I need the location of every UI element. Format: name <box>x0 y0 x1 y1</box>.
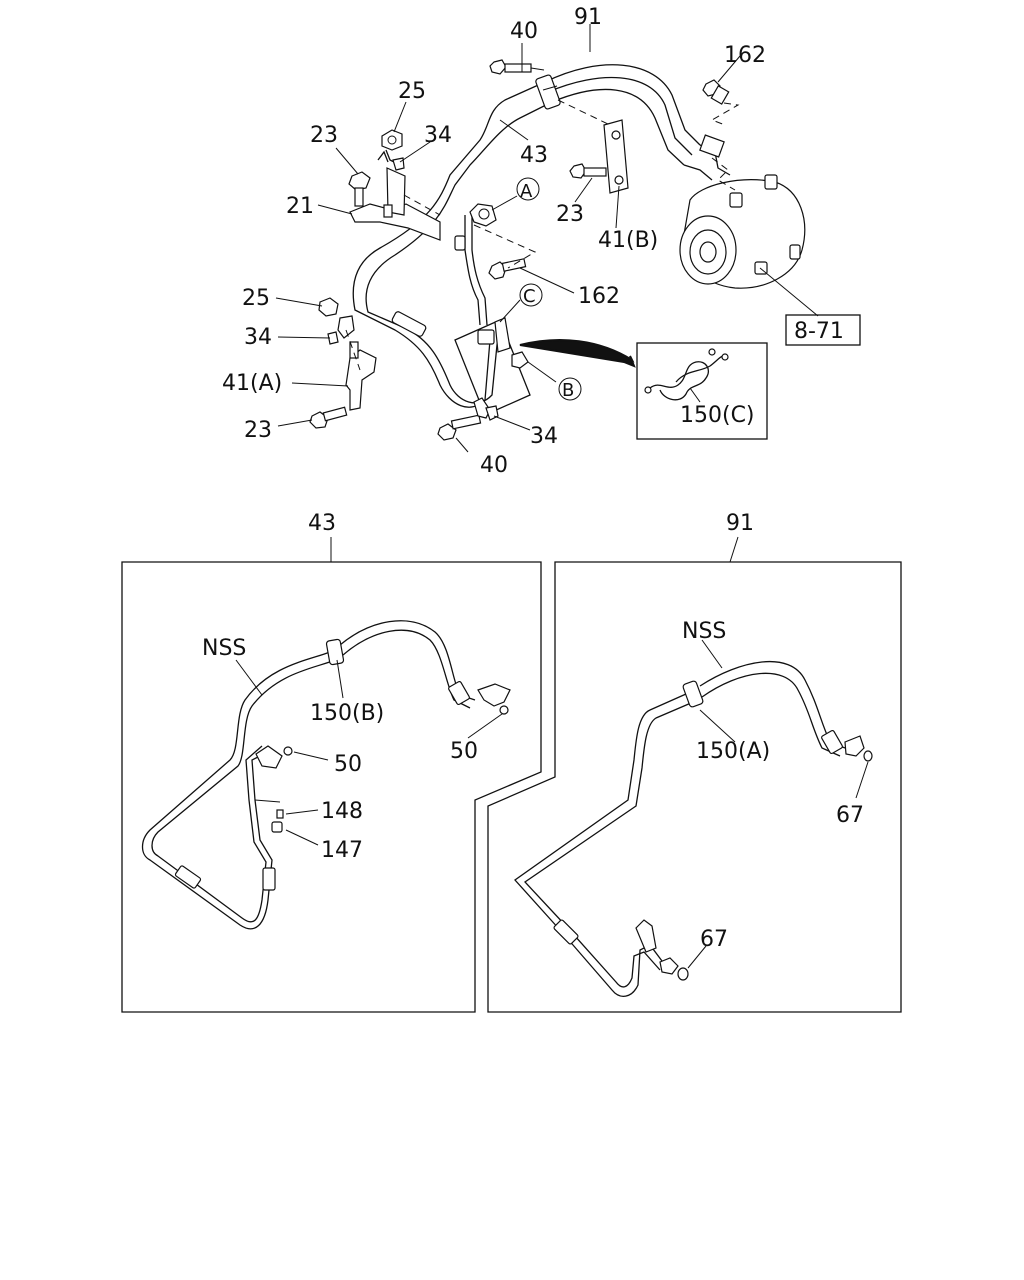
panel-43-148-label: 148 <box>321 799 363 824</box>
panel-43-header: 43 <box>308 511 336 536</box>
callout-letter-b: B <box>562 380 574 401</box>
nut-25-top <box>377 129 405 171</box>
nut-25-lower <box>318 297 355 345</box>
label-34-bottom: 34 <box>530 424 558 449</box>
bolt-162-top <box>702 79 740 126</box>
bracket-41a <box>345 329 377 411</box>
ref-label-8-71: 8-71 <box>794 319 844 344</box>
panel-43-50-label-right: 50 <box>450 739 478 764</box>
clamp-a <box>469 203 497 227</box>
label-25-mid: 25 <box>242 286 270 311</box>
panel-91-150a-label: 150(A) <box>696 739 770 764</box>
panel-43-150b-label: 150(B) <box>310 701 384 726</box>
label-162-top: 162 <box>724 43 766 68</box>
hose-bundle <box>352 64 701 408</box>
bolt-162-mid <box>473 224 537 280</box>
callout-letter-c: C <box>523 286 536 307</box>
label-43-top: 43 <box>520 143 548 168</box>
bolt-40-bottom <box>437 397 499 441</box>
panel-91: 91 NSS 150(A) 67 67 <box>487 511 902 1013</box>
top-clamp <box>535 74 561 110</box>
callout-circle-b <box>558 377 582 401</box>
label-41a: 41(A) <box>222 371 282 396</box>
callout-circle-a <box>516 177 540 201</box>
label-34-top: 34 <box>424 123 452 148</box>
hose-43 <box>141 620 511 930</box>
compressor <box>679 134 806 289</box>
label-150c: 150(C) <box>680 403 755 428</box>
label-25-top: 25 <box>398 79 426 104</box>
panel-91-header: 91 <box>726 511 754 536</box>
panel-43-50-label-left: 50 <box>334 752 362 777</box>
panel-43-147-label: 147 <box>321 838 363 863</box>
panel-43-frame <box>121 561 542 1013</box>
bracket-21 <box>349 167 441 241</box>
panel-91-nss-label: NSS <box>682 619 726 644</box>
inset-150c <box>636 342 768 440</box>
panel-91-67-label-bottom: 67 <box>700 927 728 952</box>
label-40-bottom: 40 <box>480 453 508 478</box>
label-41b: 41(B) <box>598 228 658 253</box>
bolt-40-top <box>489 59 545 75</box>
label-34-mid: 34 <box>244 325 272 350</box>
ref-box-8-71 <box>785 314 861 346</box>
bolt-23-right <box>569 163 607 179</box>
inset-leader-arrow <box>519 339 636 368</box>
top-leader-lines <box>275 24 819 453</box>
panel-43-nss-label: NSS <box>202 636 246 661</box>
bolt-23-bottom <box>309 406 348 429</box>
label-23-mid: 23 <box>556 202 584 227</box>
bracket-41b <box>557 99 629 194</box>
bolt-23-top <box>348 171 371 207</box>
panel-91-67-label-right: 67 <box>836 803 864 828</box>
label-40-top: 40 <box>510 19 538 44</box>
clamp-c <box>454 317 557 416</box>
panel-91-frame <box>487 561 902 1013</box>
hose-91 <box>514 660 873 997</box>
label-23-bottom: 23 <box>244 418 272 443</box>
label-162-mid: 162 <box>578 284 620 309</box>
panel-43: 43 NSS 150(B) 50 50 14 <box>121 511 542 1013</box>
callout-letter-a: A <box>520 181 533 202</box>
label-23-top: 23 <box>310 123 338 148</box>
label-21: 21 <box>286 194 314 219</box>
top-assembly: 40 91 162 25 23 34 43 21 A 23 41(B) 162 … <box>222 5 861 478</box>
label-91-top: 91 <box>574 5 602 30</box>
callout-circle-c <box>519 283 543 307</box>
